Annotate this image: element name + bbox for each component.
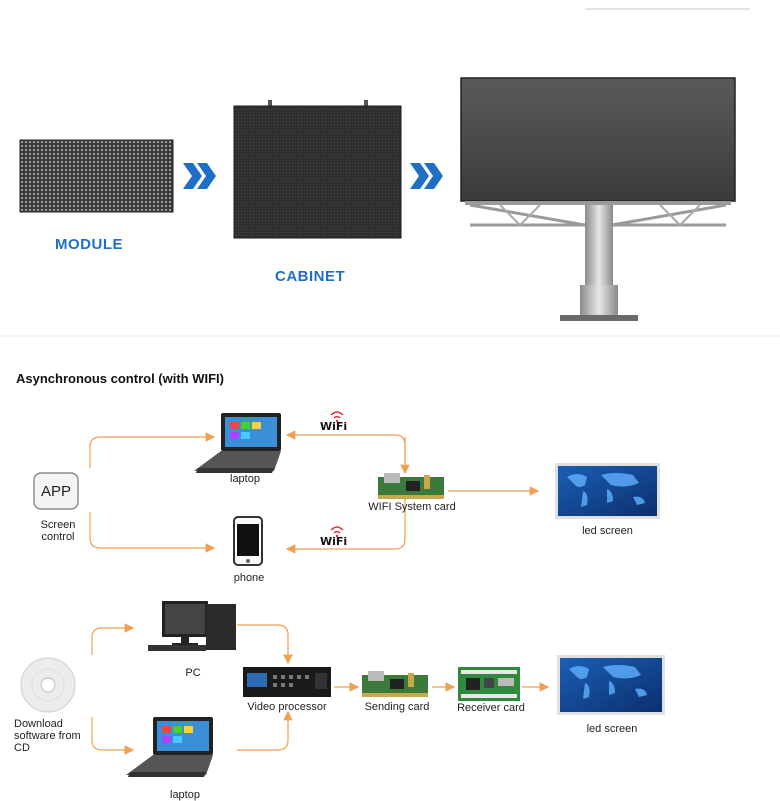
wifi-label: WiFi xyxy=(320,420,348,433)
laptop-label: laptop xyxy=(230,473,260,485)
phone-icon xyxy=(233,516,263,566)
laptop-label: laptop xyxy=(170,789,200,801)
video-processor-label: Video processor xyxy=(247,701,327,713)
sending-card-label: Sending card xyxy=(364,701,430,713)
cabinet-label: CABINET xyxy=(275,268,346,285)
led-cabinet-image xyxy=(233,100,402,239)
receiver-card-label: Receiver card xyxy=(457,702,525,714)
wifi-system-card-label: WIFI System card xyxy=(368,501,456,513)
phone-label: phone xyxy=(233,572,265,584)
pc-label: PC xyxy=(185,667,201,679)
sending-card-icon xyxy=(362,671,428,697)
led-screen-label: led screen xyxy=(582,525,633,537)
screen-control-label: Screen control xyxy=(40,519,76,543)
billboard-image xyxy=(460,77,736,321)
led-module-image xyxy=(19,139,174,213)
wifi-label: WiFi xyxy=(320,535,348,548)
cd-disc-icon xyxy=(20,657,76,713)
module-label: MODULE xyxy=(55,236,123,253)
pc-computer-icon xyxy=(148,601,236,651)
chevron-right-icon xyxy=(183,163,216,189)
laptop-icon xyxy=(126,717,213,777)
app-icon xyxy=(33,472,79,510)
app-badge-text: APP xyxy=(40,483,71,500)
async-connectors xyxy=(89,430,540,554)
sync-connectors xyxy=(91,623,550,755)
chevron-right-icon xyxy=(410,163,443,189)
led-screen-label: led screen xyxy=(586,723,638,735)
wifi-system-card-icon xyxy=(378,473,444,499)
download-software-label: Download software from CD xyxy=(14,718,81,754)
laptop-icon xyxy=(194,413,281,473)
receiver-card-icon xyxy=(458,667,520,701)
led-screen-world-map-image xyxy=(557,655,665,715)
async-section-heading: Asynchronous control (with WIFI) xyxy=(16,371,224,386)
product-progression-graphic xyxy=(0,8,780,337)
video-processor-icon xyxy=(243,667,331,697)
connection-diagram xyxy=(20,411,665,777)
wifi-icon xyxy=(330,411,344,423)
wifi-icon xyxy=(330,526,344,538)
led-screen-world-map-image xyxy=(555,463,660,519)
